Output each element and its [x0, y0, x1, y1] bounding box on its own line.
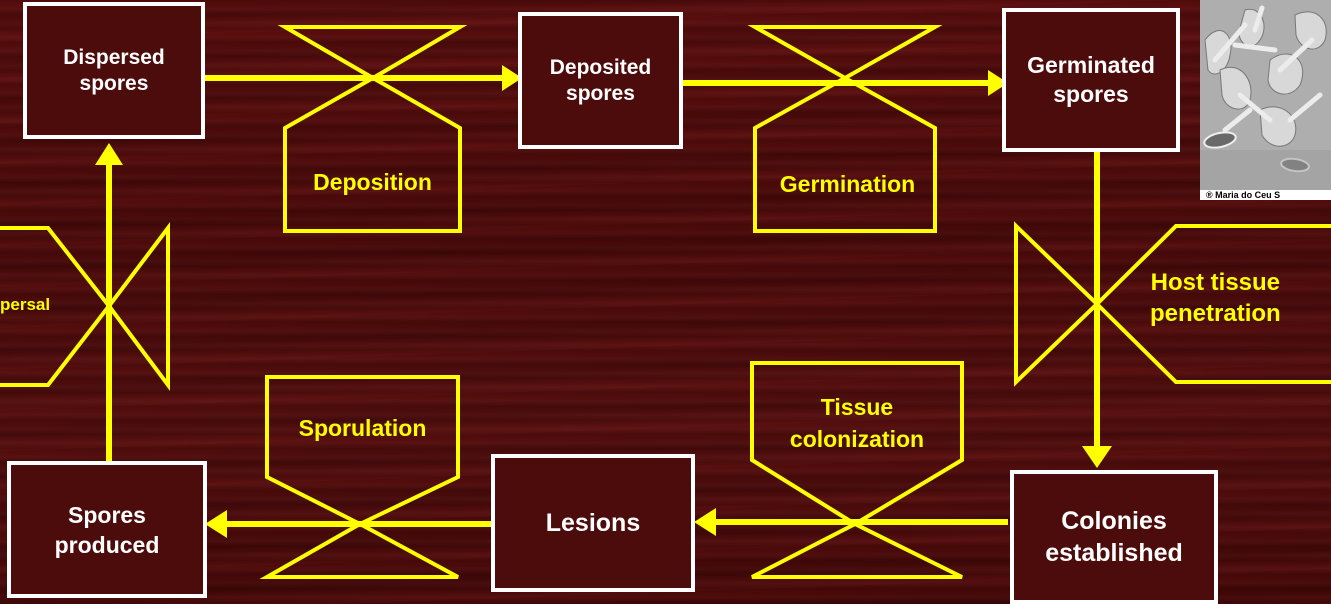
- dispersal-valve-right: [109, 228, 168, 385]
- arrowhead-dispersed: [95, 143, 123, 165]
- host-penetration-label: Host tissue penetration: [1150, 262, 1331, 334]
- arrowhead-colonies: [1082, 446, 1112, 468]
- host-penetration-valve-left: [1016, 226, 1097, 382]
- deposition-valve-top: [285, 27, 460, 78]
- sporulation-valve-top: [267, 377, 458, 524]
- dispersed-spores-box: Dispersed spores: [23, 2, 205, 139]
- tissue-colonization-valve-bottom: [752, 524, 962, 577]
- spores-produced-box: Spores produced: [7, 461, 207, 598]
- germinated-spores-box: Germinated spores: [1002, 8, 1180, 152]
- spore-micrograph-image: [1200, 0, 1331, 190]
- germination-label: Germination: [760, 162, 935, 206]
- sporulation-label: Sporulation: [267, 408, 458, 448]
- arrowhead-spores-produced: [205, 510, 227, 538]
- germination-valve-top: [755, 27, 935, 78]
- sporulation-valve-bottom: [267, 524, 458, 577]
- deposited-spores-box: Deposited spores: [518, 12, 683, 149]
- micrograph-drawing: [1200, 0, 1331, 190]
- colonies-established-box: Colonies established: [1010, 470, 1218, 604]
- arrowhead-lesions: [694, 508, 716, 536]
- tissue-colonization-label: Tissue colonization: [752, 385, 962, 461]
- lesions-box: Lesions: [491, 454, 695, 592]
- deposition-label: Deposition: [285, 160, 460, 204]
- germination-valve-body: [755, 78, 935, 231]
- deposition-valve-body: [285, 78, 460, 231]
- dispersal-label: persal: [0, 290, 70, 320]
- photo-credit-caption: ® Maria do Ceu S: [1200, 190, 1331, 200]
